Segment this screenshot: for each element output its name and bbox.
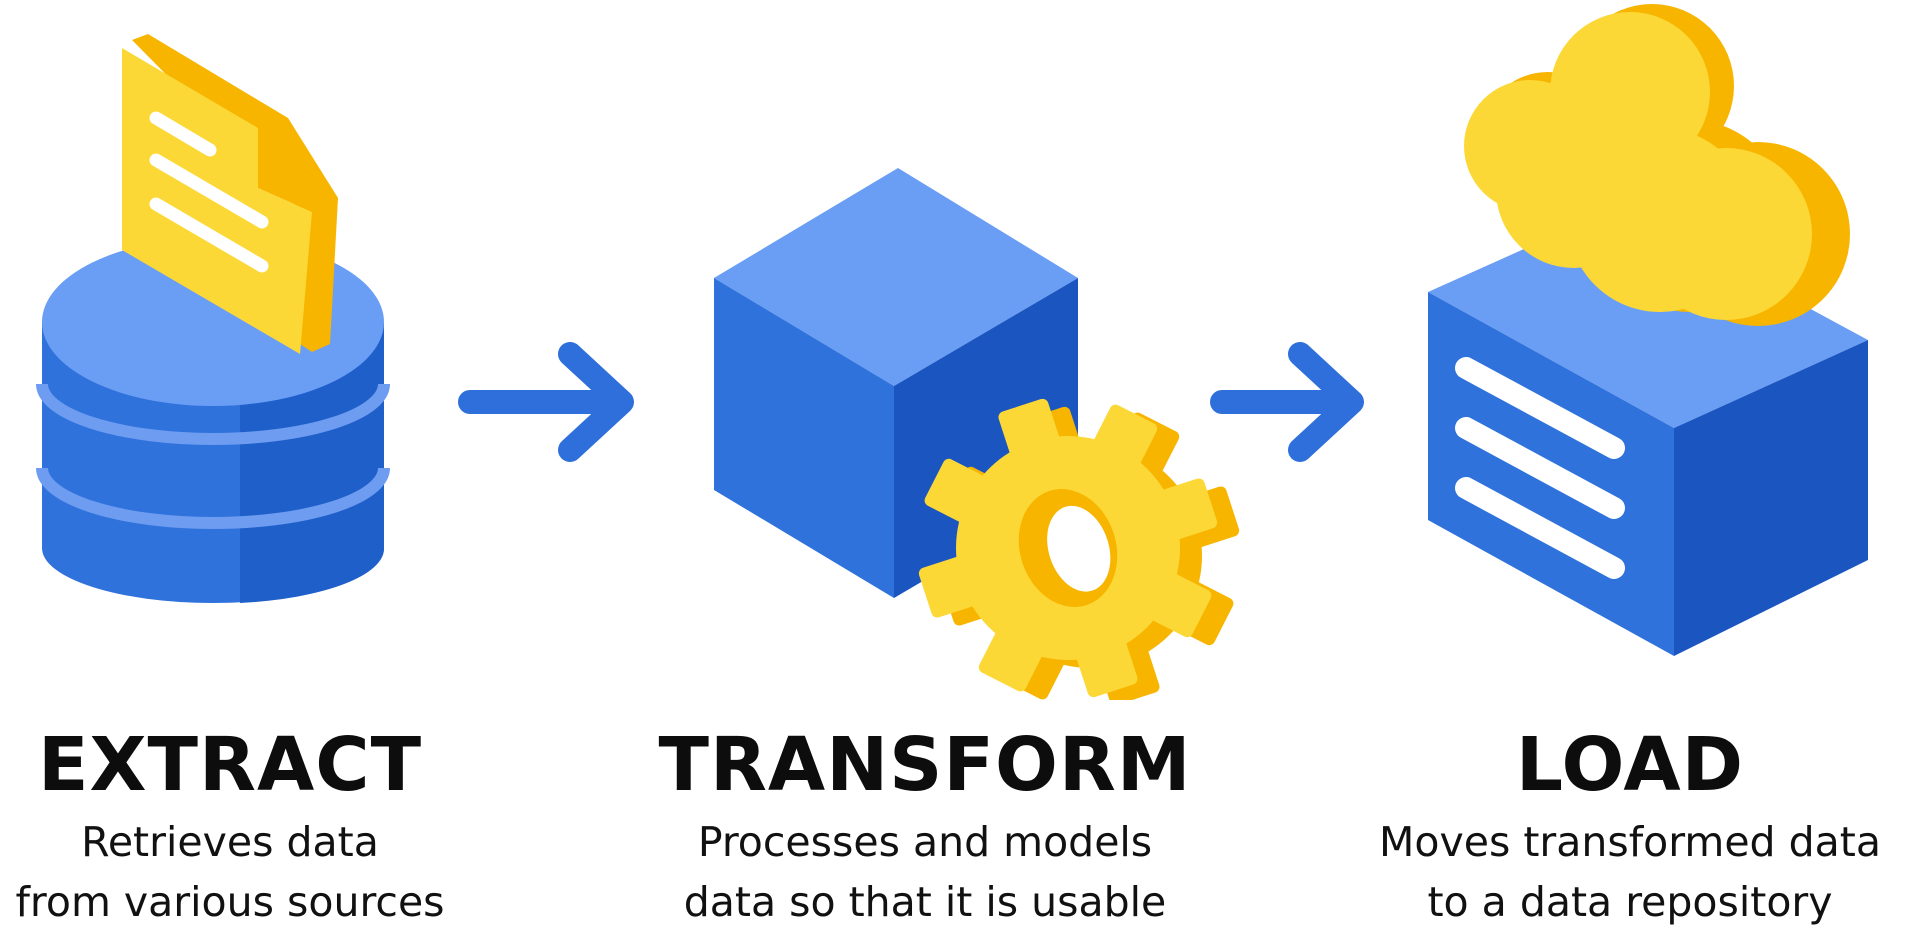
cloud-icon: [1464, 4, 1850, 326]
stage-title-transform: TRANSFORM: [658, 722, 1192, 808]
cube-icon: [714, 168, 1078, 598]
server-with-cloud-icon: [1428, 4, 1868, 656]
server-icon: [1428, 206, 1868, 656]
document-icon: [122, 34, 338, 354]
database-with-document-icon: [36, 34, 390, 603]
stage-description-transform: Processes and models data so that it is …: [683, 818, 1167, 926]
stage-title-load: LOAD: [1515, 722, 1745, 808]
stage-title-extract: EXTRACT: [37, 722, 423, 808]
etl-diagram: [36, 4, 1868, 700]
arrow-right-icon: [458, 342, 634, 462]
arrow-right-icon: [1210, 342, 1364, 462]
gear-icon: [918, 398, 1240, 700]
cube-with-gear-icon: [714, 168, 1240, 700]
stage-description-load: Moves transformed data to a data reposit…: [1379, 818, 1881, 926]
stage-description-extract: Retrieves data from various sources: [15, 818, 445, 926]
